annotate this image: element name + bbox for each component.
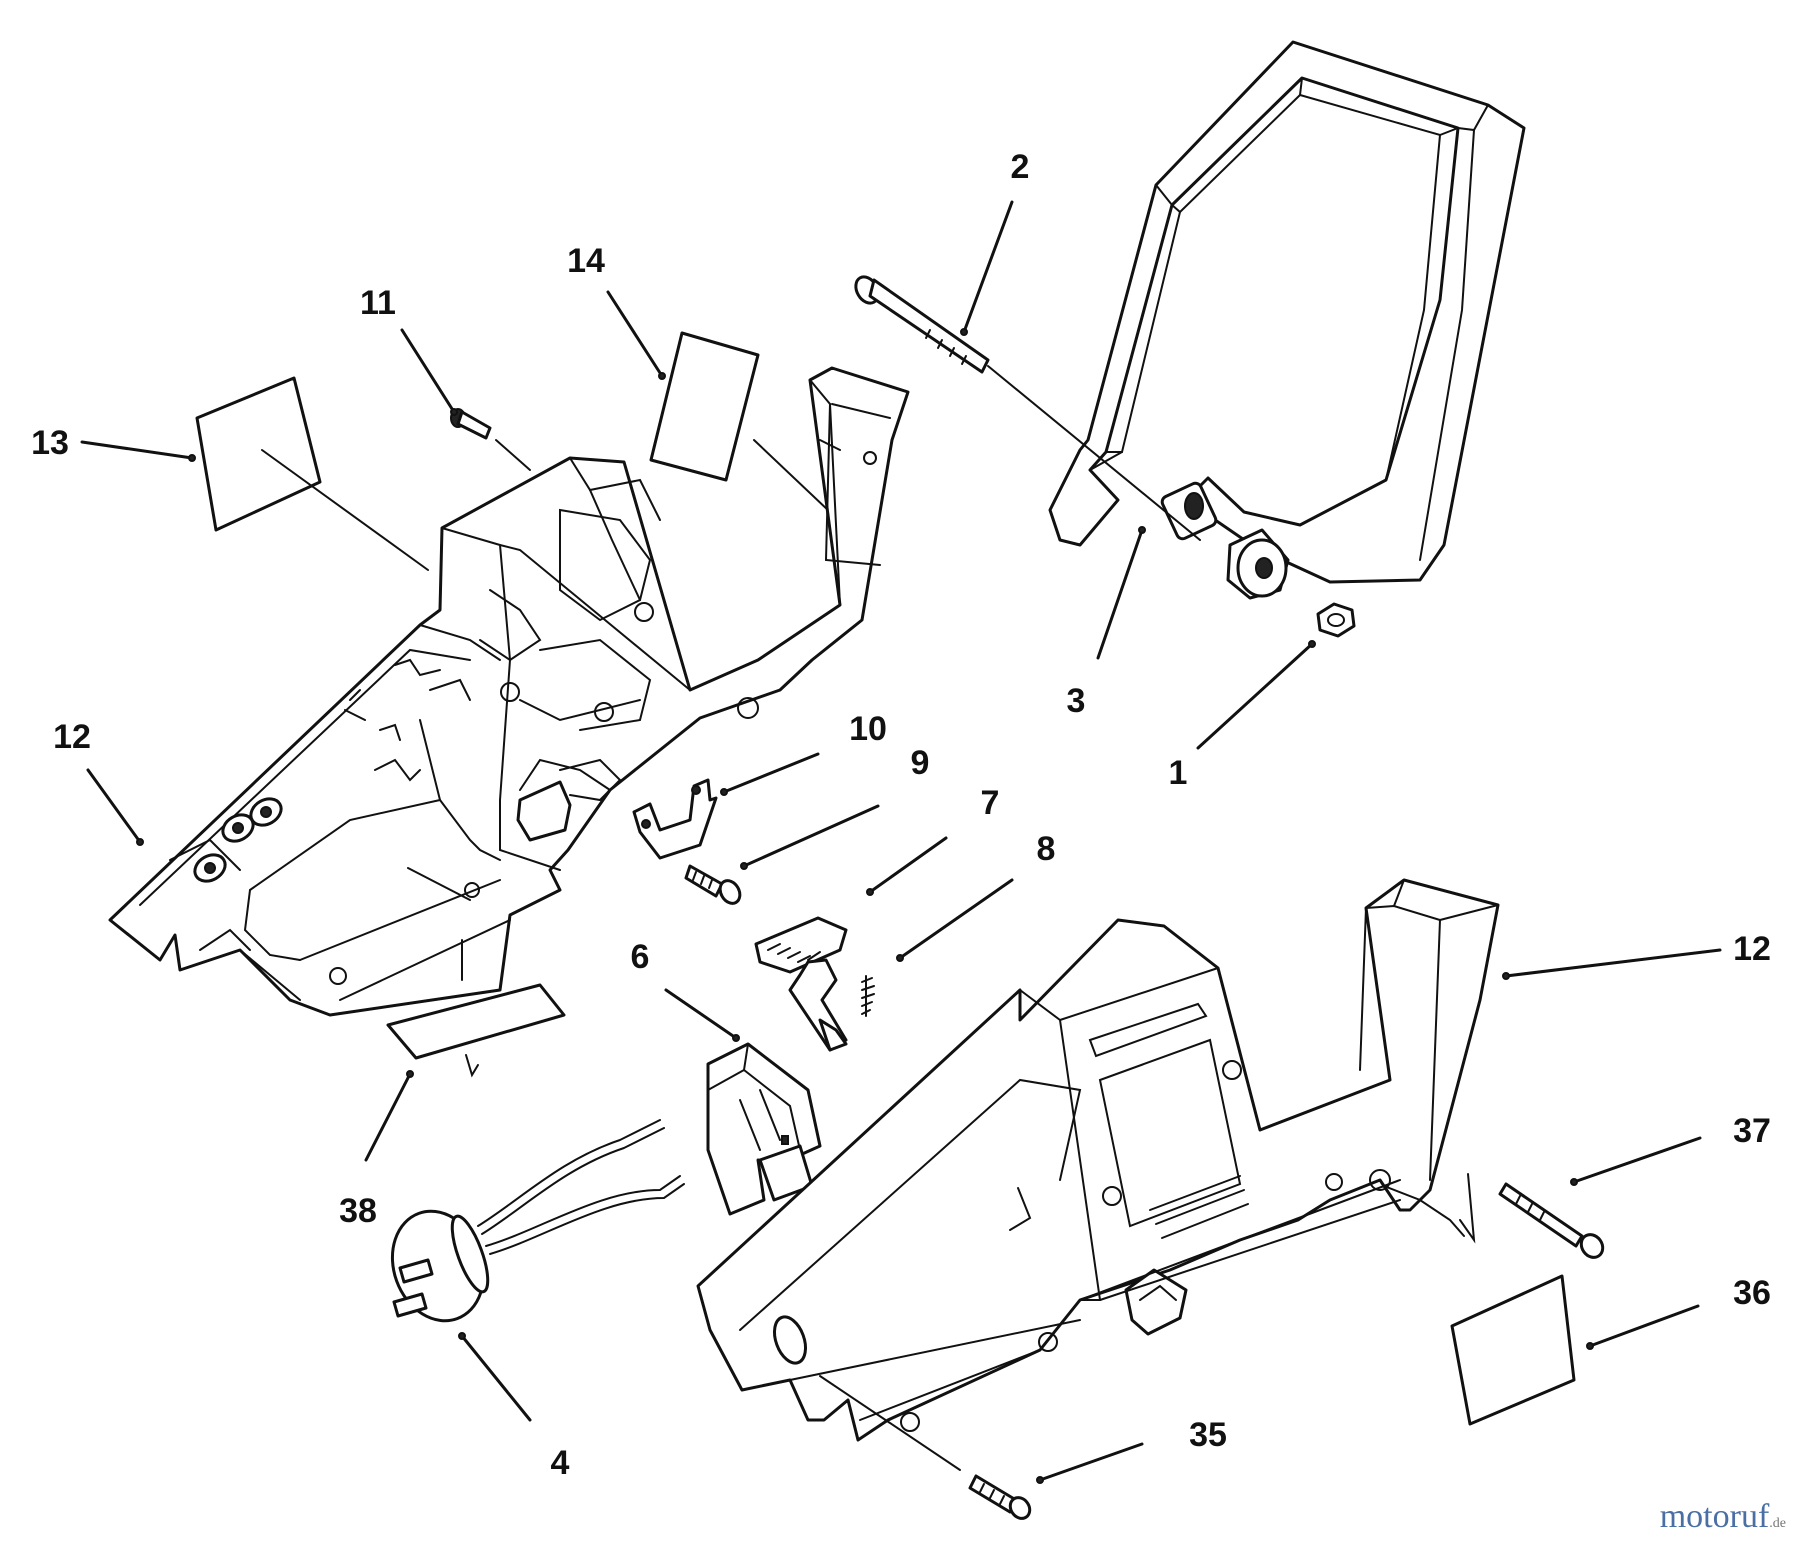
callout-13: 13 bbox=[31, 424, 69, 462]
clamp-part-10 bbox=[632, 778, 718, 860]
watermark-logo: motoruf.de bbox=[1660, 1498, 1786, 1536]
callout-4: 4 bbox=[551, 1444, 570, 1482]
screw-part-37 bbox=[1459, 1173, 1605, 1259]
screw-part-11 bbox=[450, 408, 531, 471]
callout-37: 37 bbox=[1733, 1112, 1771, 1150]
callout-numbers: 1 2 3 4 6 7 8 9 10 11 12 12 13 14 35 36 … bbox=[31, 148, 1771, 1482]
callout-38: 38 bbox=[339, 1192, 377, 1230]
callout-8: 8 bbox=[1037, 830, 1056, 868]
housing-half-right bbox=[696, 878, 1500, 1442]
callout-35: 35 bbox=[1189, 1416, 1227, 1454]
decal-part-36 bbox=[1450, 1274, 1576, 1426]
housing-half-left bbox=[108, 366, 910, 1017]
screw-part-9 bbox=[684, 864, 742, 905]
label-part-38 bbox=[386, 867, 566, 1078]
callout-36: 36 bbox=[1733, 1274, 1771, 1312]
handle-loop-part bbox=[1048, 40, 1526, 600]
nut-part-1 bbox=[1316, 602, 1356, 638]
callout-10: 10 bbox=[849, 710, 887, 748]
screw-part-35 bbox=[819, 1375, 1032, 1520]
callout-6: 6 bbox=[631, 938, 650, 976]
callout-1: 1 bbox=[1169, 754, 1188, 792]
watermark-name: motoruf bbox=[1659, 1498, 1770, 1535]
trigger-part-7 bbox=[754, 916, 848, 1052]
leader-lines bbox=[80, 200, 1722, 1484]
watermark-tld: .de bbox=[1769, 1516, 1786, 1531]
decal-part-14 bbox=[649, 331, 831, 513]
callout-11: 11 bbox=[360, 284, 396, 322]
spring-part-8 bbox=[861, 975, 875, 1017]
callout-14: 14 bbox=[567, 242, 605, 280]
power-cord-part-4 bbox=[390, 1119, 685, 1323]
callout-3: 3 bbox=[1067, 682, 1086, 720]
bolt-part-2 bbox=[854, 275, 1201, 541]
callout-12-left: 12 bbox=[53, 718, 91, 756]
callout-12-right: 12 bbox=[1733, 930, 1771, 968]
callout-9: 9 bbox=[911, 744, 930, 782]
callout-2: 2 bbox=[1011, 148, 1030, 186]
decal-part-13 bbox=[195, 376, 429, 571]
callout-7: 7 bbox=[981, 784, 1000, 822]
switch-part-6 bbox=[706, 1042, 822, 1216]
